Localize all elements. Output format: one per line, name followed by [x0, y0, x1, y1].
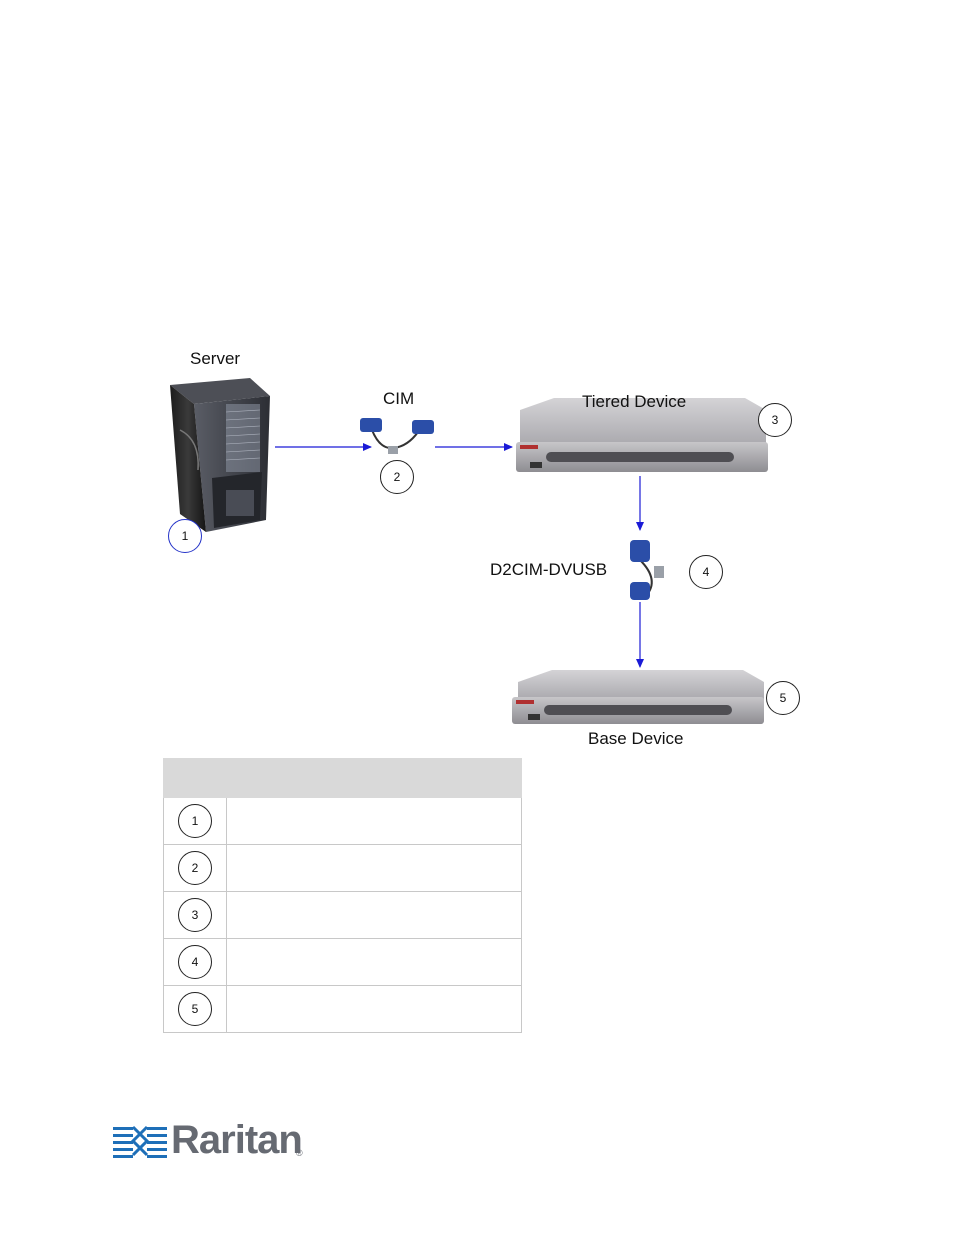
legend-header-row — [163, 758, 522, 798]
raritan-logo-text: Raritan — [171, 1118, 303, 1162]
base-device-label: Base Device — [588, 729, 684, 748]
legend-desc-1 — [226, 797, 522, 845]
legend-header-cell — [163, 758, 522, 798]
tiered-device-image — [516, 398, 768, 472]
raritan-logo-mark — [113, 1125, 167, 1158]
cim-adapter-image — [360, 418, 434, 454]
legend-row: 2 — [163, 844, 522, 892]
server-tower-image — [170, 378, 270, 532]
callout-2: 2 — [380, 460, 414, 494]
base-device-image — [512, 670, 764, 724]
cim-label: CIM — [383, 389, 415, 408]
legend-table: 1 2 3 4 5 — [163, 758, 522, 1033]
legend-callout-4: 4 — [178, 945, 212, 979]
legend-callout-1: 1 — [178, 804, 212, 838]
legend-row: 1 — [163, 797, 522, 845]
legend-row: 3 — [163, 891, 522, 939]
legend-callout-2: 2 — [178, 851, 212, 885]
d2cim-dvusb-label: D2CIM-DVUSB — [490, 560, 608, 579]
legend-desc-5 — [226, 985, 522, 1033]
d2cim-dvusb-image — [630, 540, 664, 600]
registered-mark-icon: ® — [296, 1148, 303, 1158]
legend-desc-2 — [226, 844, 522, 892]
legend-row: 4 — [163, 938, 522, 986]
legend-desc-4 — [226, 938, 522, 986]
legend-callout-3: 3 — [178, 898, 212, 932]
callout-4: 4 — [689, 555, 723, 589]
callout-1: 1 — [168, 519, 202, 553]
legend-row: 5 — [163, 985, 522, 1033]
callout-3: 3 — [758, 403, 792, 437]
legend-callout-5: 5 — [178, 992, 212, 1026]
legend-desc-3 — [226, 891, 522, 939]
server-label: Server — [190, 349, 241, 368]
callout-5: 5 — [766, 681, 800, 715]
tiered-device-label: Tiered Device — [582, 392, 687, 411]
